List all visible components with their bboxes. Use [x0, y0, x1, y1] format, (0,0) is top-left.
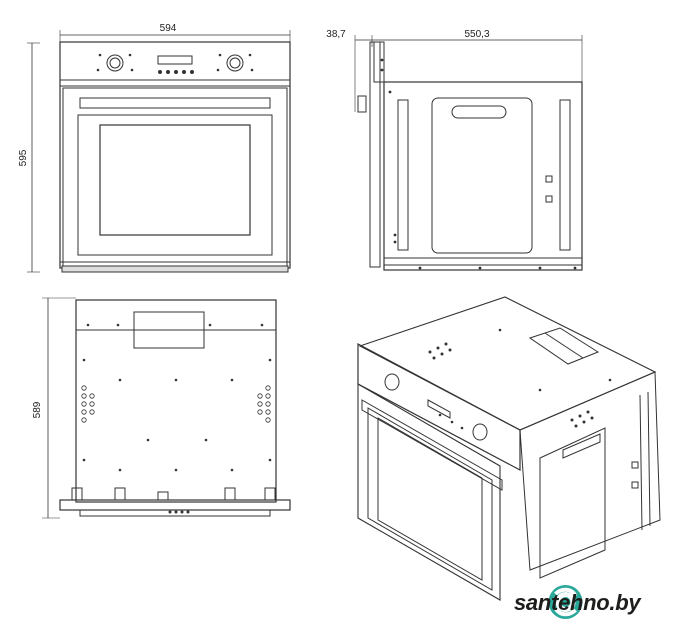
- top-view: [42, 297, 291, 519]
- brand-logo: [548, 585, 583, 619]
- brand-name[interactable]: santehno.by: [514, 590, 641, 615]
- side-view: [354, 35, 583, 271]
- front-view: [27, 30, 291, 273]
- dimension-label-front-height: 595: [18, 149, 29, 166]
- dimension-label-top-depth: 589: [32, 401, 43, 418]
- dimension-label-front-width: 594: [160, 23, 177, 34]
- dimension-label-side-front-depth: 38,7: [326, 29, 346, 40]
- isometric-view: [357, 296, 661, 601]
- dimension-label-side-body-depth: 550,3: [464, 29, 489, 40]
